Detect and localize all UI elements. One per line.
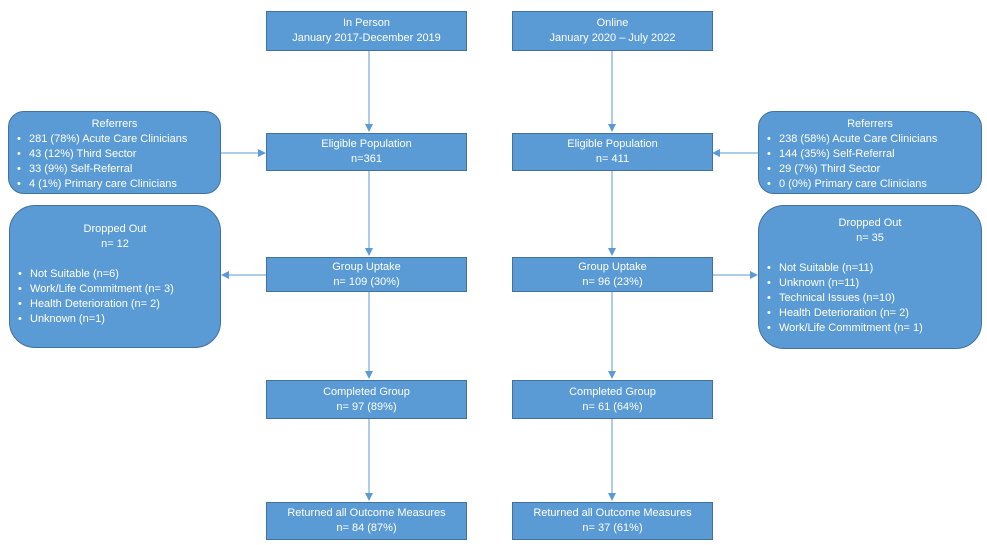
list-item: Not Suitable (n=6) — [10, 267, 220, 282]
list-item: Work/Life Commitment (n= 3) — [10, 282, 220, 297]
list-item: 4 (1%) Primary care Clinicians — [9, 177, 220, 192]
list-item: 144 (35%) Self-Referral — [759, 147, 981, 162]
online-returned-value: n= 37 (61%) — [582, 522, 643, 534]
online-returned-box: Returned all Outcome Measures n= 37 (61%… — [512, 502, 713, 540]
inperson-returned-title: Returned all Outcome Measures — [287, 507, 446, 519]
inperson-returned-value: n= 84 (87%) — [336, 522, 397, 534]
inperson-dropped-title: Dropped Out — [83, 223, 147, 235]
inperson-completed-box: Completed Group n= 97 (89%) — [266, 380, 467, 419]
inperson-completed-title: Completed Group — [323, 385, 410, 398]
online-uptake-title: Group Uptake — [578, 260, 647, 273]
online-dropped-count: n= 35 — [856, 232, 884, 244]
online-eligible-value: n= 411 — [595, 153, 630, 165]
online-dropped-box: Dropped Out n= 35 Not Suitable (n=11) Un… — [758, 205, 982, 349]
inperson-eligible-title: Eligible Population — [321, 138, 412, 150]
online-eligible-title: Eligible Population — [567, 138, 658, 150]
online-referrers-box: Referrers 238 (58%) Acute Care Clinician… — [758, 111, 982, 194]
list-item: 43 (12%) Third Sector — [9, 147, 220, 162]
online-header-title: Online — [596, 17, 629, 29]
inperson-dropped-count: n= 12 — [101, 238, 129, 250]
list-item: Work/Life Commitment (n= 1) — [759, 321, 981, 336]
inperson-eligible-value: n=361 — [351, 153, 382, 165]
online-header-period: January 2020 – July 2022 — [549, 32, 676, 44]
list-item: 29 (7%) Third Sector — [759, 162, 981, 177]
online-referrers-list: 238 (58%) Acute Care Clinicians 144 (35%… — [759, 132, 981, 192]
list-item: Health Deterioration (n= 2) — [10, 297, 220, 312]
online-referrers-title: Referrers — [847, 118, 893, 130]
list-item: Unknown (n=1) — [10, 312, 220, 327]
inperson-referrers-box: Referrers 281 (78%) Acute Care Clinician… — [8, 111, 221, 194]
inperson-referrers-list: 281 (78%) Acute Care Clinicians 43 (12%)… — [9, 132, 220, 192]
online-uptake-box: Group Uptake n= 96 (23%) — [512, 257, 713, 292]
online-eligible-box: Eligible Population n= 411 — [512, 133, 713, 171]
list-item: Unknown (n=11) — [759, 276, 981, 291]
online-dropped-title: Dropped Out — [838, 217, 902, 229]
list-item: Technical Issues (n=10) — [759, 291, 981, 306]
list-item: 238 (58%) Acute Care Clinicians — [759, 132, 981, 147]
inperson-dropped-box: Dropped Out n= 12 Not Suitable (n=6) Wor… — [9, 205, 221, 348]
inperson-dropped-list: Not Suitable (n=6) Work/Life Commitment … — [10, 267, 220, 327]
inperson-header-title: In Person — [342, 17, 391, 29]
inperson-header-period: January 2017-December 2019 — [292, 32, 441, 44]
inperson-completed-value: n= 97 (89%) — [336, 400, 397, 413]
inperson-uptake-value: n= 109 (30%) — [333, 275, 400, 288]
online-completed-value: n= 61 (64%) — [582, 400, 643, 413]
online-returned-title: Returned all Outcome Measures — [533, 507, 692, 519]
list-item: 0 (0%) Primary care Clinicians — [759, 177, 981, 192]
online-completed-title: Completed Group — [569, 385, 656, 398]
list-item: 33 (9%) Self-Referral — [9, 162, 220, 177]
online-uptake-value: n= 96 (23%) — [582, 275, 643, 288]
inperson-uptake-title: Group Uptake — [332, 260, 401, 273]
inperson-header-box: In Person January 2017-December 2019 — [266, 11, 467, 51]
list-item: Health Deterioration (n= 2) — [759, 306, 981, 321]
online-completed-box: Completed Group n= 61 (64%) — [512, 380, 713, 419]
online-dropped-list: Not Suitable (n=11) Unknown (n=11) Techn… — [759, 261, 981, 336]
inperson-uptake-box: Group Uptake n= 109 (30%) — [266, 257, 467, 292]
list-item: Not Suitable (n=11) — [759, 261, 981, 276]
inperson-returned-box: Returned all Outcome Measures n= 84 (87%… — [266, 502, 467, 540]
online-header-box: Online January 2020 – July 2022 — [512, 11, 713, 51]
inperson-eligible-box: Eligible Population n=361 — [266, 133, 467, 171]
inperson-referrers-title: Referrers — [91, 118, 138, 130]
list-item: 281 (78%) Acute Care Clinicians — [9, 132, 220, 147]
